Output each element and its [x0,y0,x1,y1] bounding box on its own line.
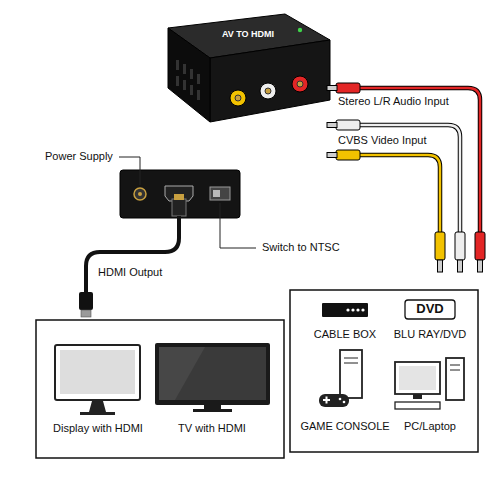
cable-box-icon [322,303,368,317]
device-caption: PC/Laptop [404,420,456,433]
dvd-logo-frame [405,300,455,319]
callout-label: CVBS Video Input [338,134,426,147]
rca-plugs [327,83,485,272]
device-caption: TV with HDMI [178,422,246,435]
callout-label: Stereo L/R Audio Input [338,95,449,108]
device-print: AV TO HDMI [222,29,274,39]
leader-lines [119,157,256,248]
device-caption: BLU RAY/DVD [394,328,467,341]
callout-label: Switch to NTSC [262,241,340,254]
display-panel [36,320,284,458]
rear-panel [120,170,240,218]
device-caption: CABLE BOX [314,328,376,341]
monitor-icon [55,345,140,415]
source-panel [290,290,478,452]
game-console-icon [319,350,362,407]
callout-label: HDMI Output [98,266,162,279]
hdmi-cable [79,194,186,317]
pc-icon [395,358,464,409]
callout-label: Power Supply [45,150,113,163]
tv-icon [155,343,270,412]
device-caption: GAME CONSOLE [300,420,389,433]
dvd-logo: DVD [416,302,443,317]
rca-cables [360,88,480,232]
device-caption: Display with HDMI [53,422,143,435]
converter-box [168,14,330,122]
